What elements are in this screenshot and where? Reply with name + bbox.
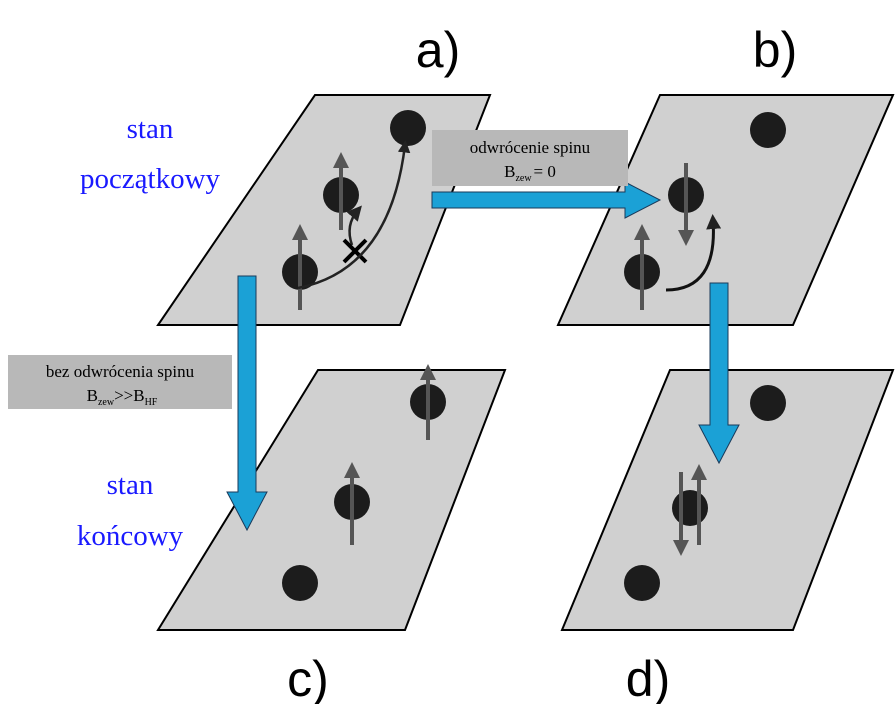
final-state-label-line2: końcowy (77, 520, 184, 552)
electron-dot (624, 565, 660, 601)
arrow-a-to-c (226, 275, 268, 532)
plane-d (560, 369, 895, 631)
panel-label-d: d) (626, 651, 670, 704)
spin-flip-box: odwrócenie spinu Bzew= 0 (432, 130, 628, 186)
electron-dot (672, 490, 708, 526)
no-spin-flip-line1: bez odwrócenia spinu (46, 362, 195, 381)
plane-c (156, 364, 507, 631)
spin-flip-field: Bzew= 0 (504, 162, 556, 184)
cross-icon (342, 238, 368, 264)
hop-arrow (297, 140, 411, 290)
electron-dot (750, 112, 786, 148)
plane-a (156, 94, 492, 326)
initial-state-label-line2: początkowy (80, 163, 221, 195)
final-state-label-line1: stan (107, 469, 154, 501)
spin-flip-line1: odwrócenie spinu (470, 138, 591, 157)
electron-dot (750, 385, 786, 421)
panel-label-c: c) (287, 651, 329, 704)
plane-b (556, 94, 895, 326)
panel-label-a: a) (416, 22, 460, 78)
arrow-a-to-b (431, 181, 662, 219)
no-spin-flip-field: Bzew>>BHF (87, 386, 158, 408)
blocked-hop-arrow (346, 205, 362, 246)
electron-dot (390, 110, 426, 146)
initial-state-label-line1: stan (127, 113, 174, 145)
electron-dot (282, 565, 318, 601)
arrow-b-to-d (698, 282, 740, 465)
panel-label-b: b) (753, 22, 797, 78)
hop-arrow (665, 214, 722, 292)
no-spin-flip-box: bez odwrócenia spinu Bzew>>BHF (8, 355, 232, 409)
